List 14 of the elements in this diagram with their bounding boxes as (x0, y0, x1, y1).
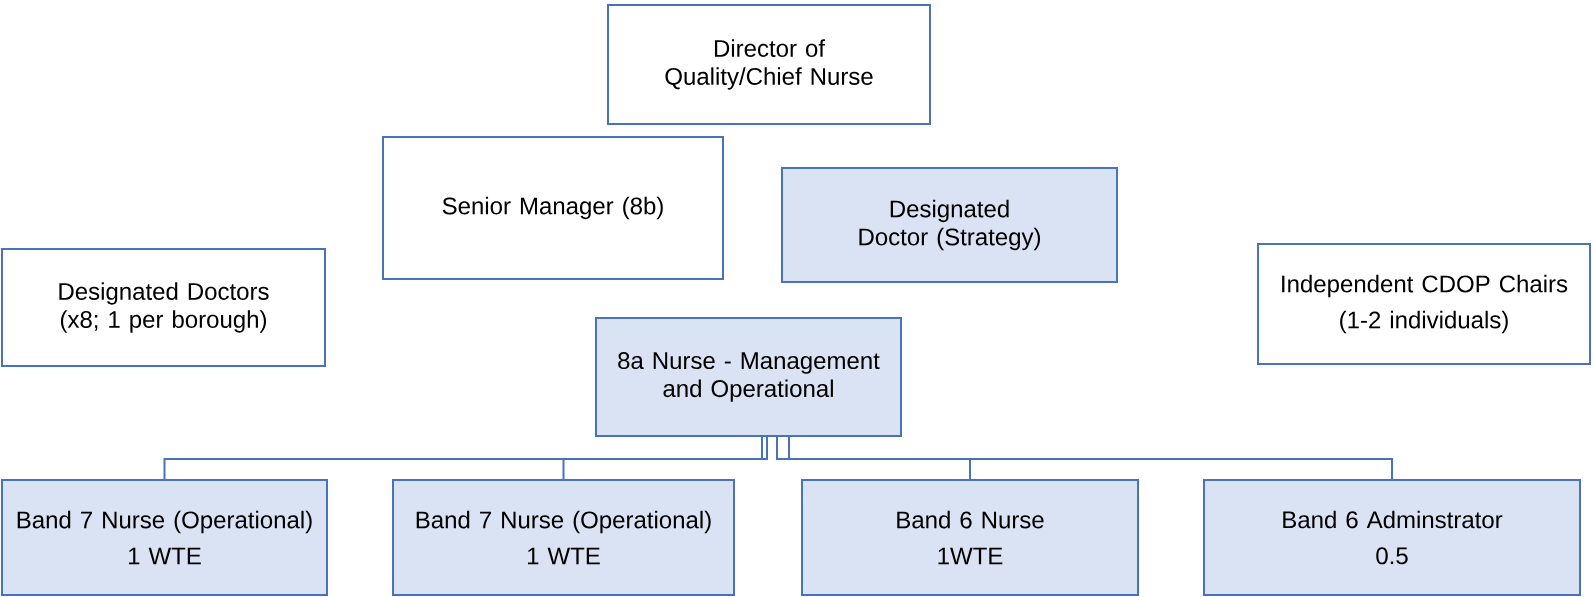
role-box: Independent CDOP Chairs (1-2 individuals) (1257, 243, 1591, 365)
connector (788, 436, 1393, 480)
connector (776, 436, 971, 480)
role-box: Band 6 Nurse 1WTE (801, 479, 1139, 596)
role-box: Band 7 Nurse (Operational) 1 WTE (1, 479, 328, 596)
role-box: Designated Doctors (x8; 1 per borough) (1, 248, 326, 367)
role-box: Director of Quality/Chief Nurse (607, 4, 931, 125)
role-box: Designated Doctor (Strategy) (781, 167, 1118, 283)
role-box: Band 6 Adminstrator 0.5 (1203, 479, 1581, 596)
connector (562, 436, 768, 480)
role-box: Band 7 Nurse (Operational) 1 WTE (392, 479, 735, 596)
role-box: Senior Manager (8b) (382, 136, 724, 280)
connector (163, 436, 763, 480)
role-box: 8a Nurse - Management and Operational (595, 317, 902, 437)
